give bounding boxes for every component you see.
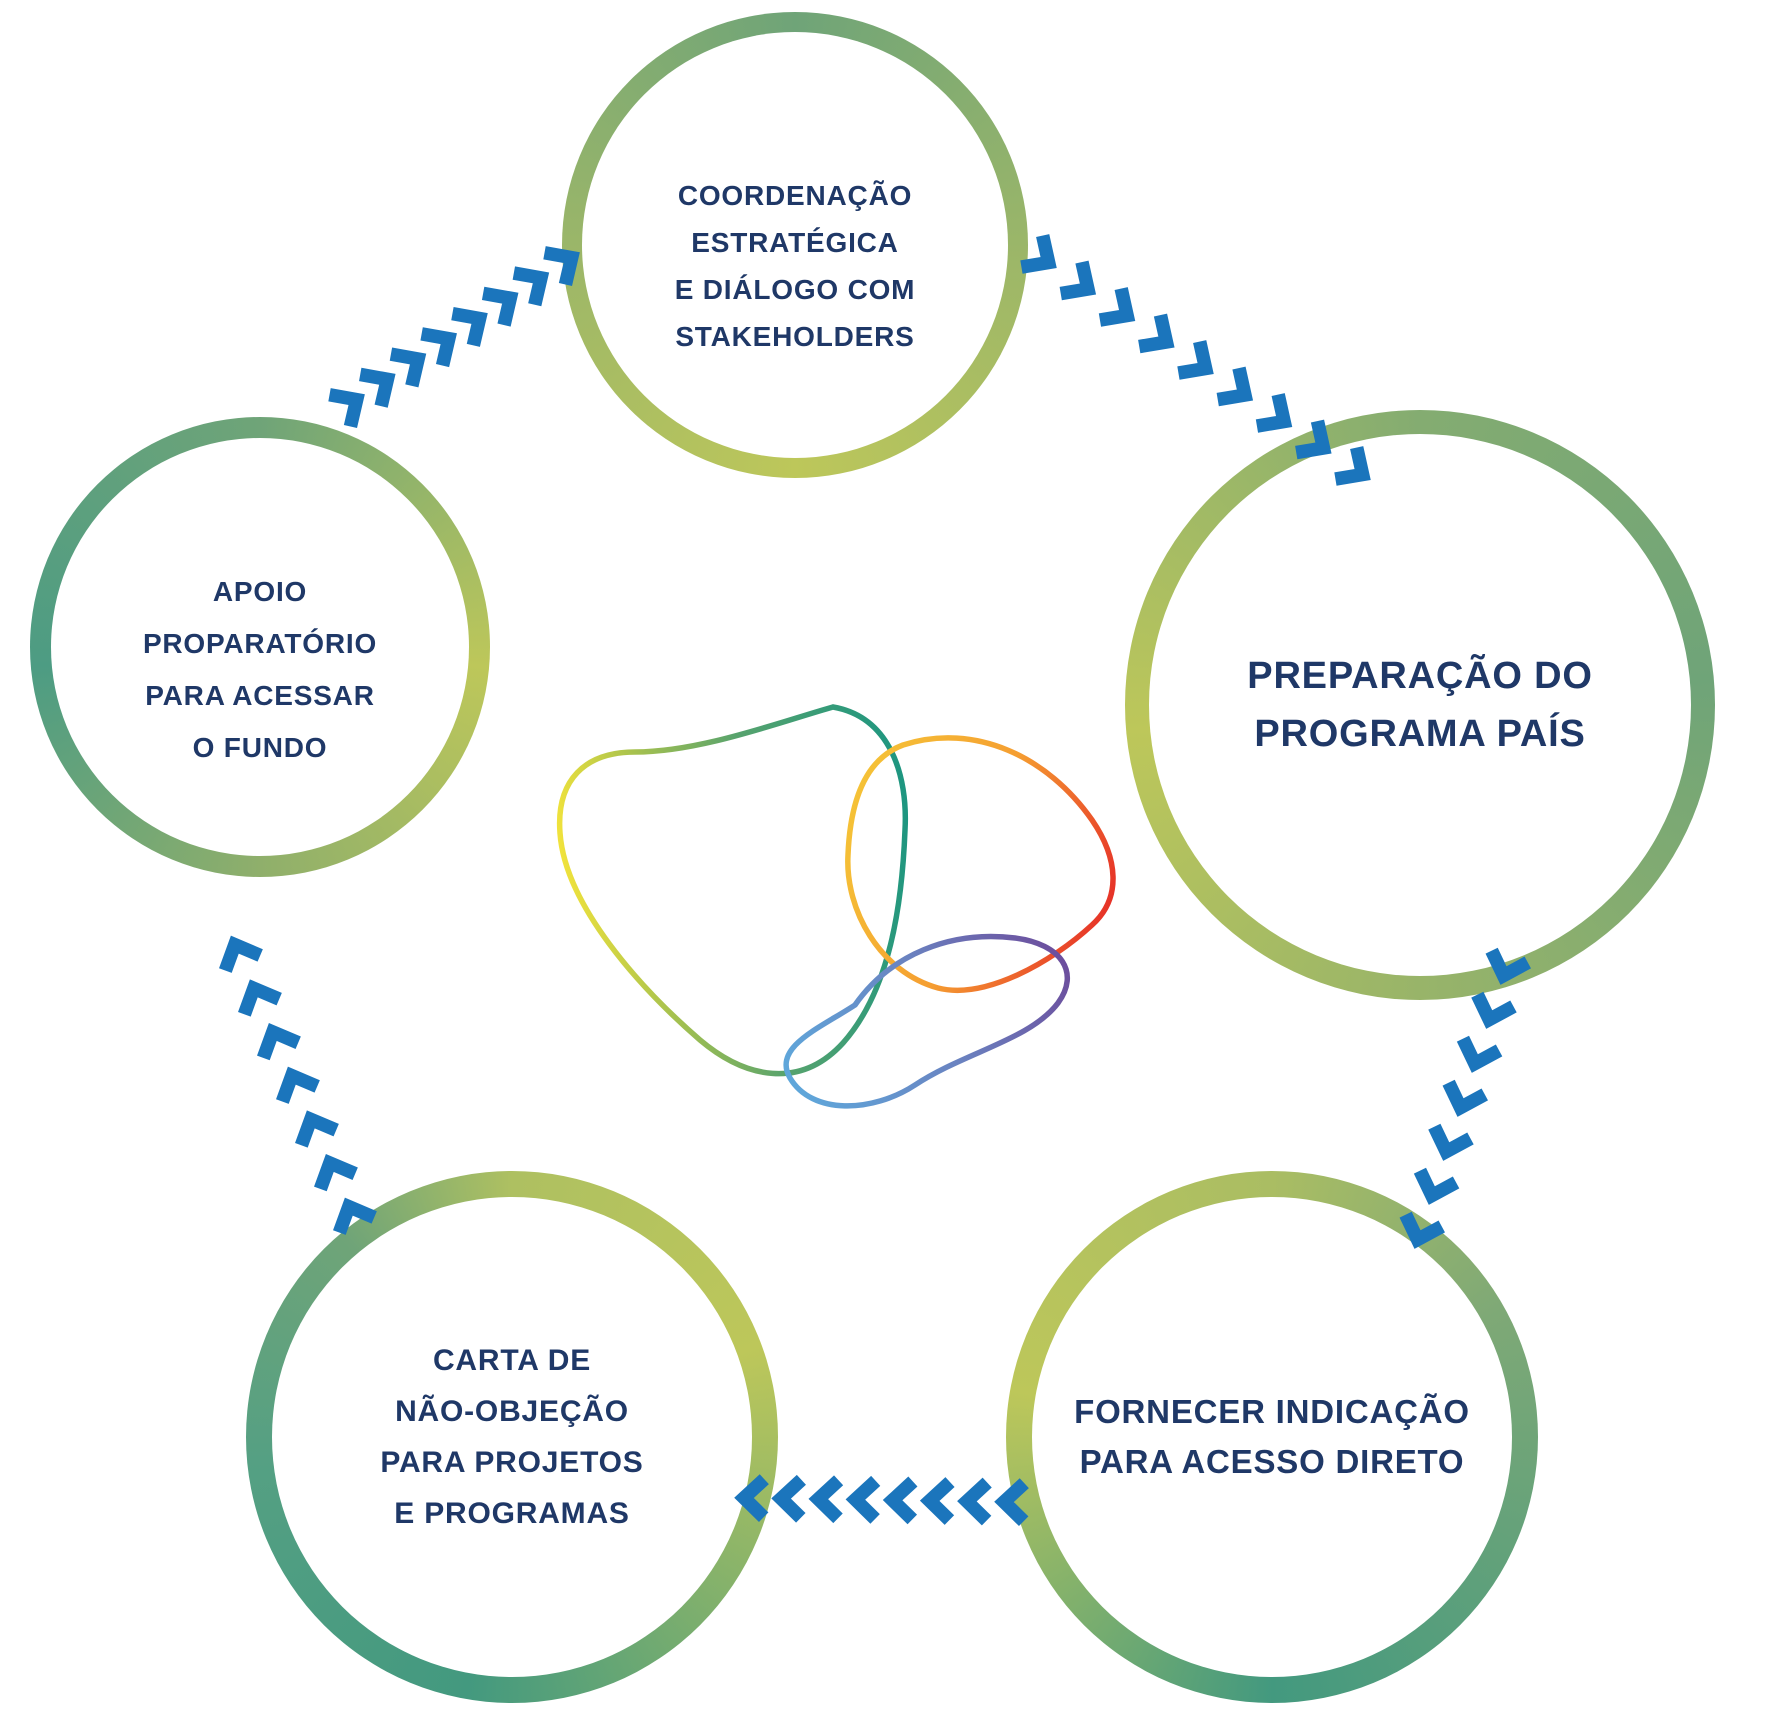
chevron-arrow-icon bbox=[882, 1476, 918, 1525]
chevron-arrow-icon bbox=[481, 286, 519, 327]
label-line: E PROGRAMAS bbox=[394, 1497, 630, 1530]
label-line: PROPARATÓRIO bbox=[142, 628, 378, 659]
label-line: PARA ACESSAR bbox=[145, 680, 375, 711]
chevron-arrow-icon bbox=[1177, 340, 1214, 380]
logo-loop-blue bbox=[783, 933, 1071, 1109]
node-coordenacao-estrategica: COORDENAÇÃO ESTRATÉGICA E DIÁLOGO COM ST… bbox=[562, 12, 1028, 478]
chevron-arrow-icon bbox=[359, 367, 396, 408]
arrow-trail-fornecer-to-carta bbox=[734, 1474, 1029, 1527]
chevron-arrow-icon bbox=[420, 327, 457, 368]
label-line: PREPARAÇÃO DO bbox=[1247, 655, 1593, 697]
label-line: ESTRATÉGICA bbox=[691, 227, 899, 258]
logo-loop-orange bbox=[845, 735, 1116, 993]
label-line: FORNECER INDICAÇÃO bbox=[1074, 1393, 1470, 1430]
label-line: PARA PROJETOS bbox=[380, 1446, 644, 1479]
chevron-arrow-icon bbox=[845, 1475, 881, 1524]
chevron-arrow-icon bbox=[451, 306, 488, 347]
logo-loop-green bbox=[556, 704, 909, 1077]
gcf-logo bbox=[556, 704, 1116, 1109]
label-line: PARA ACESSO DIRETO bbox=[1079, 1443, 1465, 1480]
node-apoio-preparatorio: APOIO PROPARATÓRIO PARA ACESSAR O FUNDO bbox=[30, 417, 490, 877]
arrow-trail-apoio-to-coordenacao bbox=[328, 246, 580, 428]
label-line: PROGRAMA PAÍS bbox=[1254, 713, 1586, 755]
node-preparacao-label: PREPARAÇÃO DO PROGRAMA PAÍS bbox=[1125, 410, 1715, 1000]
chevron-arrow-icon bbox=[919, 1477, 955, 1525]
label-line: STAKEHOLDERS bbox=[675, 321, 915, 352]
chevron-arrow-icon bbox=[808, 1475, 844, 1524]
label-line: APOIO bbox=[212, 576, 308, 607]
chevron-arrow-icon bbox=[1059, 260, 1097, 301]
chevron-arrow-icon bbox=[1456, 1035, 1503, 1073]
label-line: CARTA DE bbox=[432, 1344, 592, 1377]
node-preparacao-programa-pais: PREPARAÇÃO DO PROGRAMA PAÍS bbox=[1125, 410, 1715, 1000]
node-apoio-label: APOIO PROPARATÓRIO PARA ACESSAR O FUNDO bbox=[30, 417, 490, 877]
chevron-arrow-icon bbox=[257, 1022, 301, 1061]
chevron-arrow-icon bbox=[1098, 287, 1136, 327]
chevron-arrow-icon bbox=[957, 1477, 992, 1526]
node-fornecer-indicacao: FORNECER INDICAÇÃO PARA ACESSO DIRETO bbox=[1006, 1171, 1538, 1703]
label-line: E DIÁLOGO COM bbox=[674, 274, 916, 305]
node-fornecer-label: FORNECER INDICAÇÃO PARA ACESSO DIRETO bbox=[1006, 1171, 1538, 1703]
chevron-arrow-icon bbox=[238, 979, 282, 1017]
chevron-arrow-icon bbox=[389, 347, 427, 388]
chevron-arrow-icon bbox=[1442, 1079, 1488, 1117]
node-carta-nao-objecao: CARTA DE NÃO-OBJEÇÃO PARA PROJETOS E PRO… bbox=[246, 1171, 778, 1703]
chevron-arrow-icon bbox=[295, 1110, 339, 1148]
chevron-arrow-icon bbox=[1138, 313, 1175, 354]
label-line: O FUNDO bbox=[192, 732, 328, 763]
label-line: COORDENAÇÃO bbox=[677, 180, 913, 211]
node-coordenacao-label: COORDENAÇÃO ESTRATÉGICA E DIÁLOGO COM ST… bbox=[562, 12, 1028, 478]
chevron-arrow-icon bbox=[771, 1474, 806, 1523]
chevron-arrow-icon bbox=[1216, 366, 1254, 407]
chevron-arrow-icon bbox=[1428, 1123, 1474, 1161]
chevron-arrow-icon bbox=[512, 266, 550, 307]
chevron-arrow-icon bbox=[219, 935, 263, 973]
label-line: NÃO-OBJEÇÃO bbox=[395, 1395, 629, 1428]
node-carta-label: CARTA DE NÃO-OBJEÇÃO PARA PROJETOS E PRO… bbox=[246, 1171, 778, 1703]
chevron-arrow-icon bbox=[276, 1066, 320, 1104]
